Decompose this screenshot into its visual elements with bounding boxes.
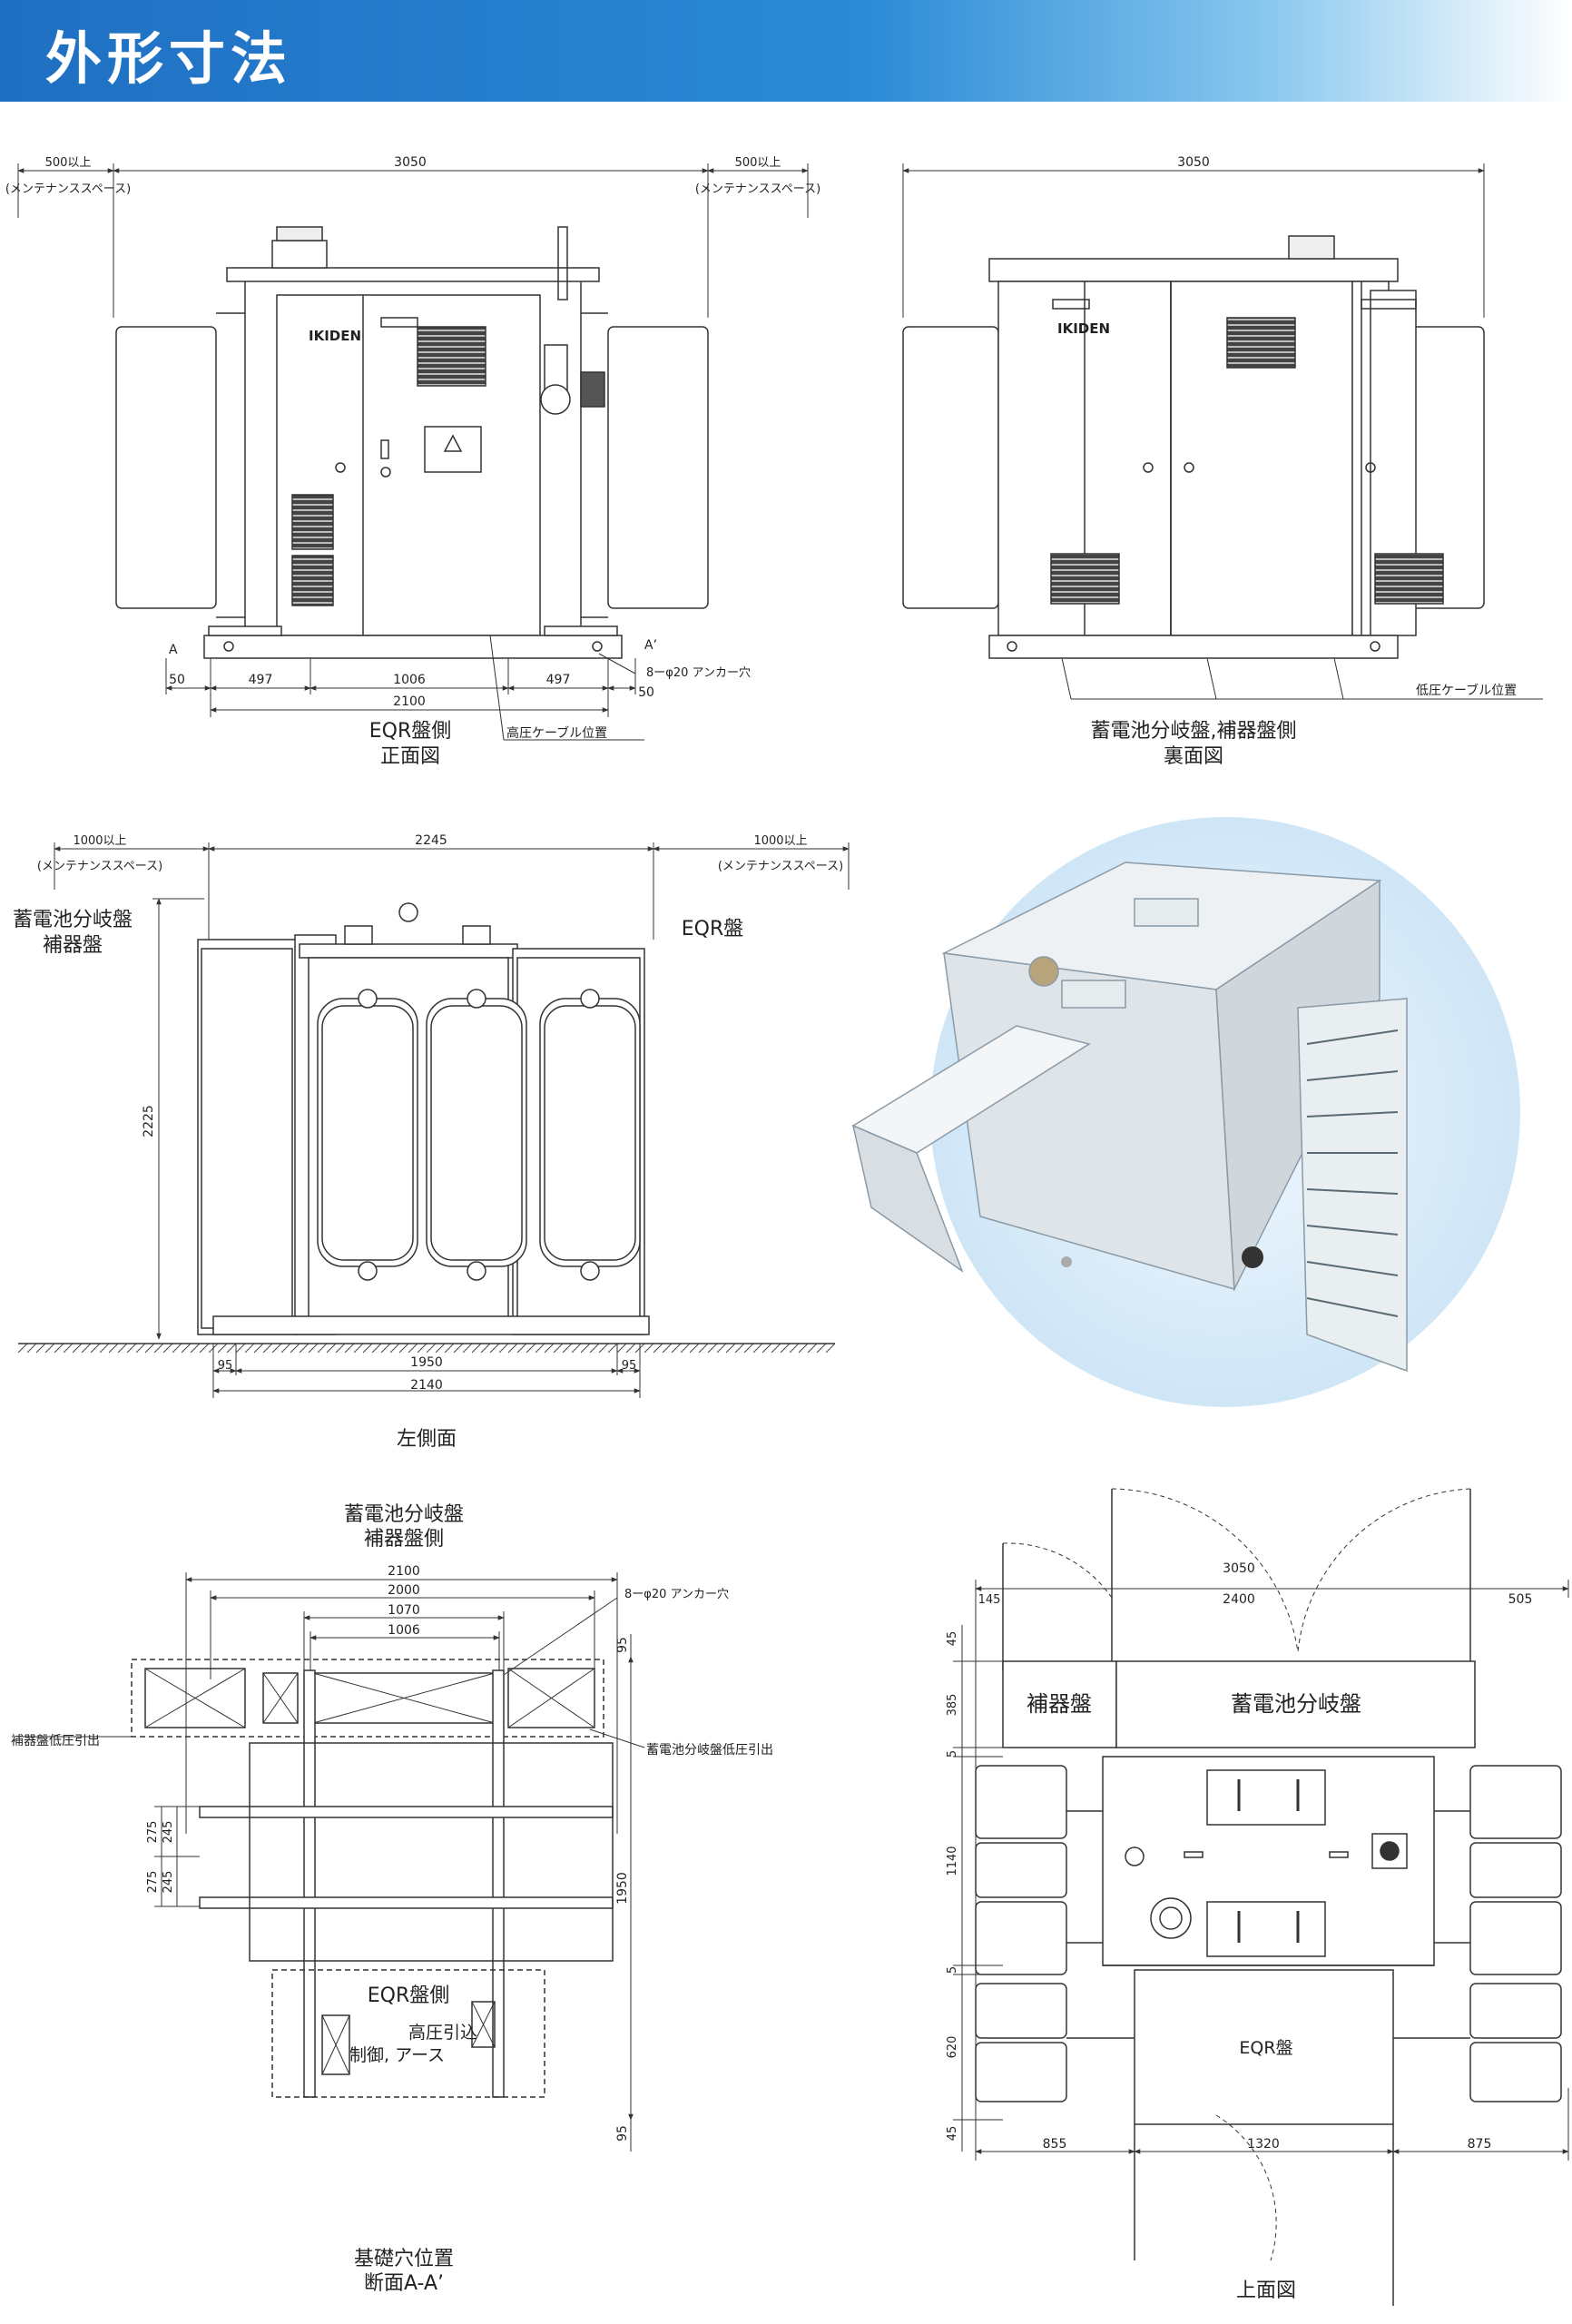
back-cable-note: 低圧ケーブル位置 — [1416, 683, 1517, 698]
left-dim-left-space: 1000以上 — [73, 834, 126, 848]
foundation-dim-1950: 1950 — [615, 1872, 630, 1905]
top-dim-620: 620 — [946, 2036, 959, 2059]
left-label-battery: 蓄電池分岐盤 — [13, 909, 133, 931]
front-dim-right-note: (メンテナンススペース) — [695, 182, 820, 196]
left-side-view — [18, 842, 850, 1398]
left-dim-base: 2140 — [410, 1378, 443, 1393]
left-dim-left-note: (メンテナンススペース) — [37, 860, 162, 873]
top-dim-45a: 45 — [946, 1631, 959, 1647]
top-label-battery: 蓄電池分岐盤 — [1231, 1691, 1361, 1717]
front-dim-left-space: 500以上 — [45, 156, 92, 170]
foundation-title-2: 補器盤側 — [364, 1528, 444, 1551]
foundation-caption-2: 断面A-A’ — [364, 2272, 444, 2295]
left-label-aux: 補器盤 — [43, 934, 103, 957]
left-dim-edge-right: 95 — [622, 1359, 637, 1373]
top-dim-855: 855 — [1043, 2137, 1067, 2152]
page-title: 外形寸法 — [45, 25, 293, 92]
top-dim-2400: 2400 — [1223, 1592, 1255, 1607]
top-dim-875: 875 — [1468, 2137, 1492, 2152]
front-dim-left-note: (メンテナンススペース) — [5, 182, 131, 196]
left-dim-edge-left: 95 — [218, 1359, 233, 1373]
left-side-labels: 1000以上 (メンテナンススペース) 2245 1000以上 (メンテナンスス… — [13, 833, 843, 1451]
front-caption-2: 正面図 — [380, 745, 440, 768]
front-base-dim-total: 2100 — [393, 694, 426, 709]
product-photo — [851, 817, 1520, 1407]
front-base-dim-3: 1006 — [393, 673, 426, 687]
foundation-dim-95-top: 95 — [615, 1637, 630, 1653]
back-caption-1: 蓄電池分岐盤,補器盤側 — [1091, 720, 1297, 743]
foundation-left-note: 補器盤低圧引出 — [11, 1734, 100, 1748]
left-dim-total: 2245 — [415, 833, 447, 848]
front-dim-total: 3050 — [394, 155, 427, 170]
top-dim-total: 3050 — [1223, 1561, 1255, 1576]
front-dim-right-space: 500以上 — [735, 156, 781, 170]
left-caption: 左側面 — [397, 1428, 457, 1451]
foundation-view — [23, 1572, 645, 2152]
back-dim-total: 3050 — [1177, 155, 1210, 170]
back-caption-2: 裏面図 — [1164, 745, 1223, 768]
top-label-aux: 補器盤 — [1027, 1691, 1092, 1717]
foundation-dim-275a: 275 — [146, 1821, 160, 1844]
front-base-dim-2: 497 — [249, 673, 273, 687]
foundation-ctrl-note: 制御, アース — [349, 2045, 445, 2065]
front-logo: IKIDEN — [309, 328, 361, 344]
left-dim-right-space: 1000以上 — [753, 834, 807, 848]
foundation-eqr-label: EQR盤側 — [368, 1984, 450, 2007]
front-base-dim-1: 50 — [169, 673, 185, 687]
foundation-labels: 蓄電池分岐盤 補器盤側 2100 2000 1070 1006 8ーφ20 アン… — [11, 1503, 773, 2295]
top-dim-1140: 1140 — [946, 1846, 959, 1876]
foundation-anchor-note: 8ーφ20 アンカー穴 — [624, 1588, 729, 1601]
foundation-dim-1006: 1006 — [388, 1623, 420, 1638]
top-view-labels: 3050 145 2400 505 補器盤 蓄電池分岐盤 EQR盤 45 385… — [946, 1561, 1532, 2302]
front-anchor-note: 8ーφ20 アンカー穴 — [646, 666, 751, 680]
top-dim-145: 145 — [978, 1593, 1001, 1607]
foundation-right-note: 蓄電池分岐盤低圧引出 — [646, 1743, 773, 1758]
top-dim-385: 385 — [946, 1694, 959, 1717]
top-dim-1320: 1320 — [1247, 2137, 1280, 2152]
front-base-dim-4: 497 — [546, 673, 571, 687]
back-view — [902, 163, 1543, 700]
top-dim-5a: 5 — [946, 1750, 959, 1758]
foundation-hv-note: 高圧引込 — [408, 2023, 477, 2043]
top-label-eqr: EQR盤 — [1239, 2038, 1292, 2058]
foundation-dim-1070: 1070 — [388, 1603, 420, 1618]
top-caption: 上面図 — [1236, 2280, 1296, 2302]
front-section-a: A — [169, 643, 178, 657]
front-cable-note: 高圧ケーブル位置 — [506, 725, 607, 741]
foundation-dim-245b: 245 — [162, 1871, 175, 1894]
top-view — [953, 1488, 1569, 2306]
header-banner: 外形寸法 — [0, 0, 1572, 102]
front-section-a2: A’ — [644, 638, 657, 653]
foundation-dim-275b: 275 — [146, 1871, 160, 1894]
left-dim-right-note: (メンテナンススペース) — [718, 860, 843, 873]
foundation-title-1: 蓄電池分岐盤 — [344, 1503, 464, 1526]
foundation-caption-1: 基礎穴位置 — [354, 2248, 454, 2270]
front-caption-1: EQR盤側 — [369, 720, 452, 743]
front-view-labels: 500以上 (メンテナンススペース) 3050 500以上 (メンテナンススペー… — [5, 155, 820, 768]
foundation-dim-2000: 2000 — [388, 1583, 420, 1598]
foundation-dim-245a: 245 — [162, 1821, 175, 1844]
left-label-eqr: EQR盤 — [682, 918, 744, 940]
left-dim-inner: 1950 — [410, 1355, 443, 1370]
top-dim-5b: 5 — [946, 1966, 959, 1974]
front-view — [17, 163, 809, 741]
foundation-dim-95-bottom: 95 — [615, 2125, 630, 2142]
top-dim-45b: 45 — [946, 2126, 959, 2142]
back-logo: IKIDEN — [1057, 320, 1110, 337]
back-view-labels: 3050 IKIDEN 低圧ケーブル位置 蓄電池分岐盤,補器盤側 裏面図 — [1057, 155, 1517, 768]
front-base-dim-5: 50 — [638, 685, 654, 700]
top-dim-505: 505 — [1508, 1592, 1533, 1607]
left-dim-height: 2225 — [142, 1105, 156, 1137]
foundation-dim-2100: 2100 — [388, 1564, 420, 1579]
